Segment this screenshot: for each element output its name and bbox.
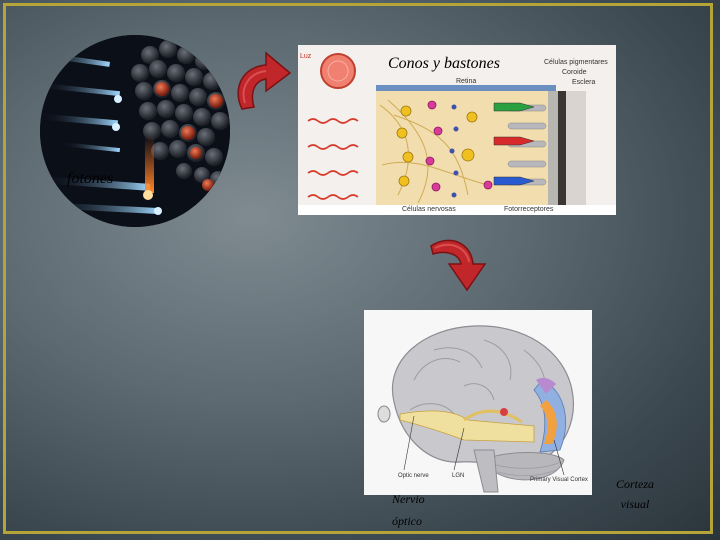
- photons-label: fotones: [67, 170, 114, 187]
- visual-cortex-label: Corteza visual: [615, 477, 654, 511]
- brain-illustration: [377, 325, 574, 493]
- pigment-cells-label: Células pigmentares: [544, 59, 608, 66]
- photoreceptors-label: Fotorreceptores: [504, 206, 554, 213]
- sclera-label: Esclera: [572, 79, 596, 86]
- retina-diagram: Conos y bastones Luz Células pigmentares…: [298, 45, 616, 215]
- curved-arrow-icon: [430, 239, 487, 292]
- primary-visual-cortex-label: Primary Visual Cortex: [530, 477, 588, 483]
- optic-nerve-en-label: Optic nerve: [398, 473, 429, 479]
- lgn-label: LGN: [452, 473, 465, 479]
- choroid-label: Coroide: [562, 69, 587, 76]
- optic-nerve-label: Nervio óptico: [392, 492, 425, 528]
- photon-image: [40, 35, 230, 227]
- light-label: Luz: [300, 53, 312, 60]
- retina-label: Retina: [456, 78, 477, 85]
- photon-illustration: [40, 35, 230, 227]
- nerve-cells-label: Células nervosas: [402, 206, 456, 213]
- retina-illustration: [298, 53, 616, 215]
- cones-rods-label: Conos y bastones: [388, 55, 500, 72]
- curved-arrow-icon: [237, 51, 292, 110]
- brain-diagram: Optic nerve LGN Primary Visual Cortex: [364, 310, 592, 495]
